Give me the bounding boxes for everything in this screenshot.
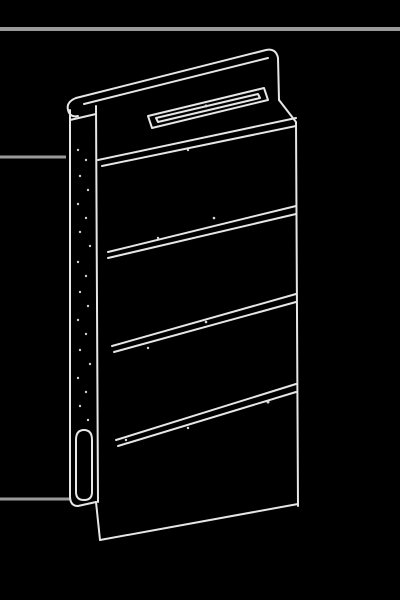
- right-edge: [278, 99, 299, 507]
- bottom-edge: [99, 503, 299, 541]
- left-edge-outer: [69, 109, 97, 507]
- board-4-lip-under: [117, 391, 297, 447]
- board-1-lip-under: [101, 125, 297, 167]
- board-sparkles: [124, 104, 270, 442]
- top-flange-inner: [83, 57, 269, 105]
- board-2-lip-under: [107, 213, 297, 259]
- board-1-lip: [97, 117, 297, 161]
- board-3-lip: [111, 293, 297, 347]
- nail-slot-inner: [155, 93, 261, 123]
- board-3-lip-under: [113, 301, 297, 353]
- left-edge-strip-top: [69, 113, 97, 121]
- left-strip-perforations: [76, 148, 92, 422]
- board-2-lip: [107, 205, 297, 253]
- top-flange: [75, 48, 280, 101]
- bottom-edge-left: [95, 501, 101, 541]
- top-flange-curl: [66, 97, 79, 118]
- nail-slot: [147, 87, 269, 129]
- bottom-slot: [75, 429, 93, 501]
- board-4-lip: [115, 383, 297, 441]
- left-edge-inner: [95, 105, 99, 503]
